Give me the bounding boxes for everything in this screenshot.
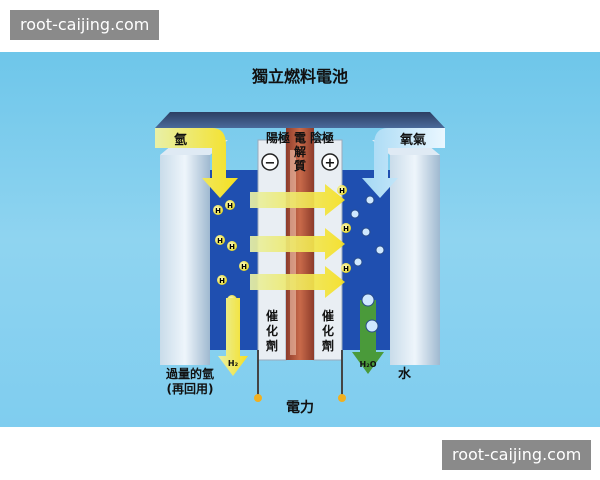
electrolyte-label-2: 解: [294, 144, 306, 159]
diagram-title: 獨立燃料電池: [251, 67, 348, 86]
electrolyte-highlight: [290, 150, 296, 355]
oxygen-inlet-arrow: [362, 128, 445, 198]
h2o-symbol: H₂O: [360, 360, 377, 369]
catalyst-right-3: 劑: [321, 338, 334, 353]
water-outlet-arrow: [352, 300, 384, 374]
h-particle: [239, 261, 249, 271]
water-label: 水: [398, 366, 412, 382]
anode-label: 陽極: [266, 130, 290, 145]
h-particle: [225, 200, 235, 210]
h-particle: [341, 263, 351, 273]
watermark-bottom: root-caijing.com: [442, 440, 592, 470]
h-particle-label: H: [343, 265, 349, 273]
electricity-label: 電力: [286, 399, 314, 416]
recycle-label: (再回用): [167, 382, 214, 396]
o-particle: [353, 257, 363, 267]
catalyst-left-2: 化: [266, 323, 278, 338]
minus-terminal-icon: [261, 153, 279, 171]
o-particle: [350, 209, 360, 219]
h-particle: [217, 275, 227, 285]
catalyst-right-1: 催: [322, 308, 334, 323]
h-particle-label: H: [219, 277, 225, 285]
oxygen-label: 氧氣: [399, 132, 426, 148]
proton-arrow-1: [250, 184, 345, 216]
spark-icon: [254, 394, 262, 402]
catalyst-right-2: 化: [322, 323, 334, 338]
o-particle: [375, 245, 385, 255]
h-particle: [213, 205, 223, 215]
electrolyte-label-3: 質: [294, 158, 306, 173]
spark-icon: [338, 394, 346, 402]
catalyst-left-1: 催: [266, 308, 278, 323]
h-particle-label: H: [217, 237, 223, 245]
h-particle: [227, 241, 237, 251]
plus-sign: +: [325, 156, 336, 171]
cathode-label: 陰極: [310, 130, 334, 145]
top-housing: [155, 112, 445, 128]
h-particle-label: H: [241, 263, 247, 271]
h-particle-label: H: [339, 187, 345, 195]
right-plate: [390, 155, 440, 365]
plus-terminal-icon: [321, 153, 339, 171]
watermark-top: root-caijing.com: [10, 10, 160, 40]
proton-arrow-3: [250, 266, 345, 298]
h-particle: [341, 223, 351, 233]
h2-symbol: H₂: [228, 359, 239, 368]
electrolyte-label-1: 電: [294, 131, 306, 145]
proton-arrow-2: [250, 228, 345, 260]
hydrogen-label: 氫: [174, 132, 187, 148]
h-particle: [337, 185, 347, 195]
h-particle-label: H: [227, 202, 233, 210]
catalyst-left-3: 劑: [265, 338, 278, 353]
left-plate: [160, 155, 210, 365]
proton-arrows: [250, 184, 345, 298]
excess-hydrogen-arrow: [218, 298, 248, 376]
h-particle-label: H: [229, 243, 235, 251]
water-molecule-icon: [361, 293, 375, 307]
water-molecule-icon: [365, 319, 379, 333]
o-particle: [365, 195, 375, 205]
minus-sign: −: [265, 156, 276, 171]
oxygen-particles: [350, 195, 385, 267]
h-particle: [215, 235, 225, 245]
h-particle-label: H: [215, 207, 221, 215]
h-particle-label: H: [343, 225, 349, 233]
hydrogen-particles: H H H H H H H H H H: [213, 185, 351, 305]
hydrogen-inlet-arrow: [155, 128, 238, 198]
o-particle: [361, 227, 371, 237]
excess-hydrogen-label: 過量的氫: [165, 366, 214, 381]
